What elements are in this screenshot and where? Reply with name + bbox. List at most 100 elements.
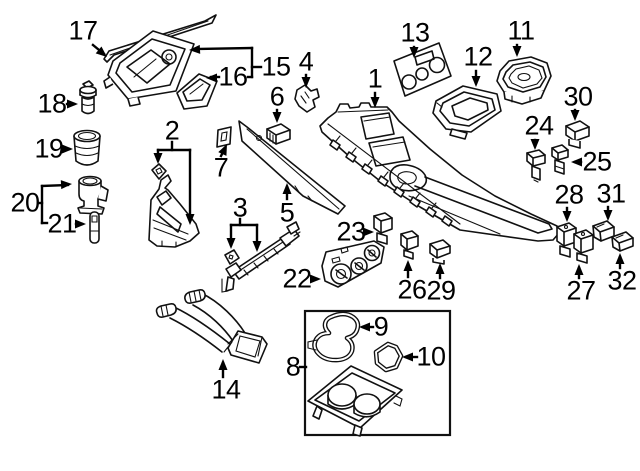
- callout-21-label: 21: [47, 208, 77, 239]
- part-center-console: [319, 102, 561, 242]
- part-side-trim-panel: [238, 120, 346, 215]
- callout-7-label: 7: [213, 152, 229, 183]
- part-retaining-clip: [216, 126, 232, 148]
- part-switch-blank-30: [565, 120, 590, 149]
- part-switch-27: [573, 229, 594, 264]
- part-rocker-switch-32: [611, 231, 634, 252]
- callout-17-arrowhead: [95, 46, 107, 57]
- part-shift-boot: [496, 56, 552, 105]
- part-air-duct: [155, 289, 268, 364]
- callout-28-label: 28: [554, 179, 584, 210]
- callout-2-arrowhead: [153, 153, 163, 164]
- callout-12-label: 12: [463, 41, 493, 72]
- part-lighter-socket: [73, 129, 101, 166]
- callout-15-leader: [192, 46, 254, 51]
- callout-10-label: 10: [416, 341, 446, 372]
- callout-29-arrowhead: [435, 263, 445, 274]
- part-mounting-rail: [221, 221, 301, 293]
- callout-11-arrowhead: [512, 46, 522, 57]
- part-cup-holder-insert: [307, 311, 361, 363]
- part-ashtray-insert: [176, 73, 218, 110]
- callout-28-arrowhead: [562, 211, 572, 222]
- callout-13-arrowhead: [409, 47, 419, 58]
- callout-5-label: 5: [279, 197, 295, 228]
- part-switch-24: [526, 149, 546, 183]
- callout-9-arrowhead: [359, 322, 370, 332]
- part-cigarette-lighter: [79, 80, 97, 115]
- part-cup-holder-assembly: [303, 309, 452, 437]
- part-shifter-bezel: [432, 85, 502, 140]
- part-console-side-bracket: [148, 163, 200, 248]
- callout-8-label: 8: [285, 351, 301, 382]
- part-switch-25: [551, 144, 569, 175]
- part-cup-holder-frame: [307, 365, 403, 437]
- callout-10-arrowhead: [402, 352, 413, 362]
- part-ashtray-assembly: [103, 30, 195, 107]
- callout-32-arrowhead: [615, 253, 625, 264]
- callout-13-label: 13: [400, 17, 430, 48]
- callout-9-label: 9: [373, 311, 389, 342]
- callout-6-label: 6: [269, 81, 285, 112]
- callout-27-arrowhead: [574, 264, 584, 275]
- callout-1-label: 1: [367, 63, 383, 94]
- callout-14-arrowhead: [218, 359, 228, 370]
- callout-31-label: 31: [596, 178, 626, 209]
- callout-3-label: 3: [232, 192, 248, 223]
- callout-25-label: 25: [582, 146, 612, 177]
- callout-25-arrowhead: [571, 157, 582, 167]
- callout-27-label: 27: [566, 275, 596, 306]
- callout-20-arrowhead: [60, 180, 72, 190]
- callout-32-label: 32: [607, 265, 637, 296]
- callout-15-label: 15: [261, 51, 291, 82]
- callout-30-label: 30: [563, 81, 593, 112]
- callout-12-arrowhead: [471, 76, 481, 87]
- callout-22-label: 22: [282, 263, 312, 294]
- callout-20-label: 20: [10, 187, 40, 218]
- callout-30-arrowhead: [570, 110, 580, 121]
- part-trim-cap: [373, 341, 404, 373]
- callout-7-arrowhead: [218, 144, 227, 156]
- callout-2-label: 2: [164, 115, 180, 146]
- part-switch-blank-6: [266, 123, 291, 145]
- callout-4-label: 4: [298, 46, 314, 77]
- callout-26-arrowhead: [403, 260, 413, 271]
- callout-23-label: 23: [336, 216, 366, 247]
- detail-box: [303, 309, 452, 437]
- part-switch-29: [429, 239, 451, 265]
- callout-18-label: 18: [37, 88, 67, 119]
- callout-4-arrowhead: [301, 77, 311, 88]
- callout-18-arrowhead: [67, 99, 78, 109]
- callout-11-label: 11: [507, 15, 535, 46]
- callout-15-arrowhead: [189, 44, 201, 54]
- callout-29-label: 29: [426, 275, 456, 306]
- callout-16-label: 16: [218, 61, 248, 92]
- part-control-faceplate: [393, 42, 452, 97]
- callout-21-arrowhead: [75, 219, 86, 229]
- part-cap-pin: [89, 211, 100, 244]
- callout-16-arrowhead: [206, 73, 217, 83]
- callout-24-label: 24: [524, 110, 554, 141]
- leader-lines: [36, 43, 625, 379]
- callout-2-arrowhead: [185, 214, 195, 225]
- callout-6-arrowhead: [272, 112, 282, 123]
- callout-3-arrowhead: [252, 241, 262, 252]
- part-socket-housing: [77, 175, 109, 215]
- callout-23-arrowhead: [363, 227, 374, 237]
- part-switch-23: [373, 212, 393, 245]
- callout-17-label: 17: [68, 15, 98, 46]
- callout-24-arrowhead: [530, 139, 540, 150]
- callout-14-label: 14: [211, 374, 241, 405]
- part-switch-26: [400, 230, 419, 260]
- callout-22-arrowhead: [310, 274, 321, 284]
- callout-19-arrowhead: [62, 144, 73, 154]
- callout-5-arrowhead: [282, 183, 292, 194]
- callout-1-arrowhead: [370, 97, 380, 108]
- callout-31-arrowhead: [603, 210, 613, 221]
- part-rocker-switch-31: [592, 220, 615, 242]
- callout-26-label: 26: [397, 274, 427, 305]
- part-support-bracket: [294, 84, 320, 113]
- callout-19-label: 19: [34, 133, 64, 164]
- part-climate-control-unit: [321, 240, 385, 288]
